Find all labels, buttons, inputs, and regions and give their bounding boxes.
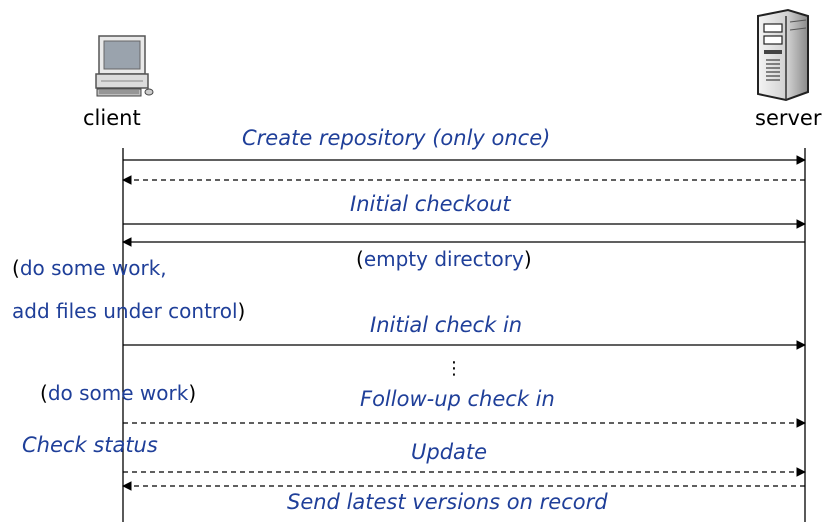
message-create-repository: Create repository (only once) [242,126,551,150]
message-empty-directory: (empty directory) [356,247,532,271]
client-label: client [83,106,141,130]
note-do-some-work-1: (do some work, [12,256,167,280]
message-send-latest: Send latest versions on record [287,490,608,514]
note-do-some-work-2: (do some work) [40,381,197,405]
ellipsis-marker: ⋮ [445,358,463,379]
note-add-files: add files under control) [12,299,246,323]
note-check-status: Check status [22,433,158,457]
message-follow-up-check-in: Follow-up check in [360,387,555,411]
message-update: Update [411,440,488,464]
message-initial-check-in: Initial check in [370,313,523,337]
desktop-computer-icon [95,35,154,97]
server-tower-icon [757,8,809,102]
message-initial-checkout: Initial checkout [350,192,511,216]
server-label: server [755,106,822,130]
